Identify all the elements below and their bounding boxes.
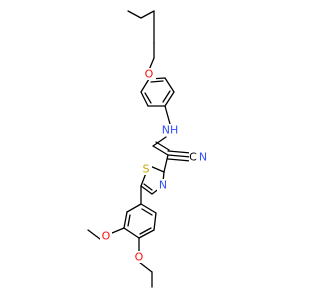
molecule-diagram: O NH S N C N O O [87, 10, 209, 288]
bond [140, 203, 157, 214]
atom-nh: NH [162, 124, 179, 137]
bond [149, 165, 165, 173]
bond [126, 203, 142, 213]
bond [139, 227, 152, 235]
bond [167, 158, 192, 162]
bond [167, 150, 192, 154]
bond [140, 78, 150, 93]
bond [140, 185, 153, 195]
thiazole-ring [140, 165, 165, 205]
atom-s: S [143, 163, 150, 176]
bond [140, 10, 155, 19]
bond [167, 154, 192, 158]
bond [164, 105, 171, 125]
bond [155, 141, 170, 151]
bond [123, 211, 128, 229]
bond [111, 227, 125, 234]
bond [141, 208, 153, 216]
bond [162, 90, 171, 103]
bond [138, 229, 155, 239]
bond [140, 91, 149, 107]
bond [140, 172, 147, 187]
bond [127, 214, 131, 227]
atom-n-thiazole: N [159, 179, 167, 192]
bond [152, 145, 169, 156]
atom-o-ethoxy: O [135, 251, 144, 264]
atom-n-nitrile: N [199, 151, 207, 164]
phenyl-ring-top [140, 77, 175, 125]
atom-o-methoxy: O [102, 230, 111, 243]
atom-labels: O NH S N C N O O [100, 68, 209, 264]
butyl-chain [127, 10, 155, 71]
bond [87, 229, 101, 240]
bond [144, 92, 152, 104]
bond [153, 212, 157, 231]
bond [138, 261, 153, 273]
atom-c-nitrile: C [189, 151, 197, 164]
atom-o-top: O [145, 68, 154, 81]
enamine-nitrile [152, 136, 192, 173]
bond [152, 136, 167, 147]
bond [164, 77, 175, 93]
bond [127, 10, 142, 19]
bond [150, 80, 164, 83]
bond [143, 183, 153, 191]
bond [163, 154, 169, 173]
phenyl-ring-bottom [87, 203, 157, 288]
bond [123, 227, 140, 239]
bond [164, 91, 175, 107]
structure-canvas: O NH S N C N O O [87, 10, 209, 288]
